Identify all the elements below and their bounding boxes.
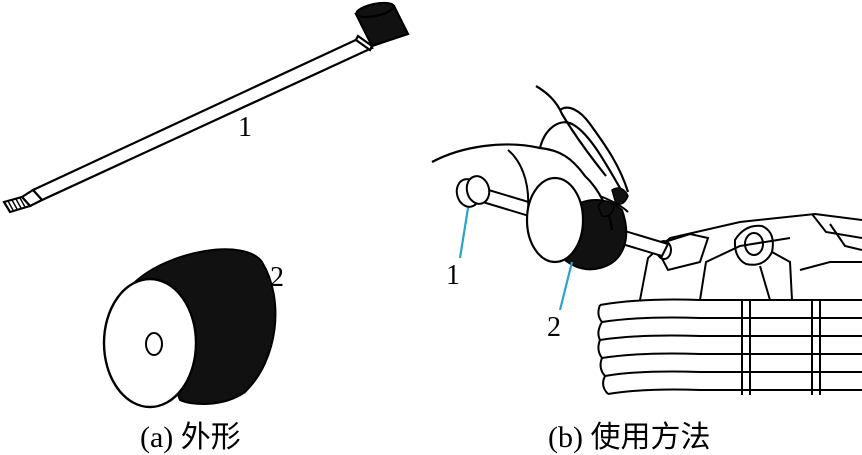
slide-rod (2, 1, 410, 214)
leader-weight (558, 261, 574, 311)
label-weight-a: 2 (270, 262, 284, 293)
panel-a: 1 2 (a) 外形 (2, 1, 410, 454)
rod-handle-cap (354, 1, 410, 52)
panel-b: 1 2 (b) 使用方法 (431, 85, 862, 454)
caption-a: (a) 外形 (140, 421, 241, 454)
cooling-fins (597, 298, 862, 395)
leader-rod (458, 207, 470, 259)
label-rod-a: 1 (238, 112, 252, 143)
engine-cylinder-head (597, 212, 862, 395)
impact-weight (102, 248, 277, 409)
leader-lines (458, 207, 574, 311)
caption-b: (b) 使用方法 (548, 421, 710, 454)
hand-gripping-weight (431, 85, 630, 271)
label-weight-b: 2 (547, 312, 561, 343)
label-rod-b: 1 (446, 260, 460, 291)
